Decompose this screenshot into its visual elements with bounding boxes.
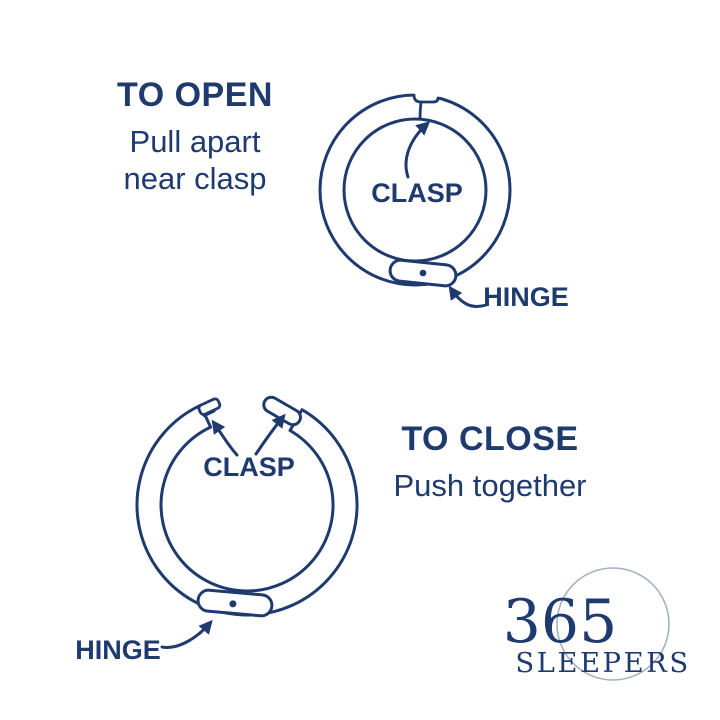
- to-open-subtitle-line2: near clasp: [123, 161, 267, 196]
- clasp-arrow-left: [211, 419, 239, 457]
- logo-name: SLEEPERS: [515, 647, 690, 679]
- logo-number: 365: [503, 587, 618, 657]
- clasp-seam-gap: [413, 88, 439, 100]
- brand-logo: 365 SLEEPERS: [503, 567, 690, 681]
- clasp-label: CLASP: [371, 178, 463, 208]
- to-close-subtitle: Push together: [393, 468, 587, 503]
- clasp-seam-hook: [412, 93, 440, 104]
- to-close-text-block: TO CLOSE Push together: [366, 420, 614, 504]
- hinge-arrow: [160, 619, 213, 649]
- open-hoop-diagram: CLASP HINGE: [75, 395, 359, 665]
- closed-hoop-diagram: CLASP HINGE: [318, 88, 569, 312]
- clasp-label: CLASP: [203, 452, 295, 482]
- hinge-pivot-dot: [419, 269, 427, 277]
- to-open-subtitle-line1: Pull apart: [129, 124, 261, 159]
- hinge-label: HINGE: [75, 635, 161, 665]
- logo-circle: [556, 567, 670, 681]
- clasp-seam-line: [418, 100, 423, 121]
- clasp-arrow-right: [254, 413, 286, 456]
- to-open-text-block: TO OPEN Pull apart near clasp: [78, 76, 312, 197]
- open-ring-band: [135, 403, 359, 617]
- clasp-notch-step: [202, 409, 216, 418]
- clasp-post-tab: [262, 395, 302, 427]
- to-close-title: TO CLOSE: [401, 420, 579, 458]
- hinge-label: HINGE: [483, 282, 569, 312]
- clasp-arrow: [404, 121, 431, 179]
- to-open-title: TO OPEN: [117, 76, 273, 114]
- hinge-arrow: [448, 285, 488, 308]
- hinge-pivot-dot: [229, 600, 237, 608]
